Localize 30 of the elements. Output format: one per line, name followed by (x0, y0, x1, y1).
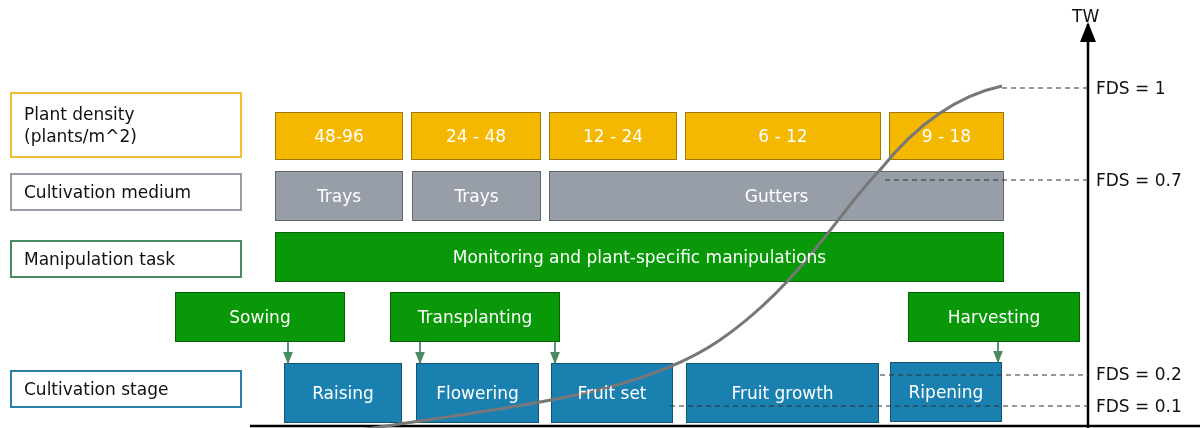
stage-bar: Ripening (890, 362, 1002, 422)
stage-bar: Flowering (416, 363, 539, 423)
stage-bar: 6 - 12 (685, 112, 881, 160)
stage-bar: 48-96 (275, 112, 403, 160)
stage-bar: Trays (412, 171, 541, 221)
stage-bar: Gutters (549, 171, 1004, 221)
arrow (414, 341, 426, 365)
stage-bar: Harvesting (908, 292, 1080, 342)
arrow (549, 341, 561, 365)
stage-bar: Transplanting (390, 292, 560, 342)
axis-label: TW (1072, 6, 1100, 26)
stage-bar: Fruit growth (686, 363, 879, 423)
stage-bar: Monitoring and plant-specific manipulations (275, 232, 1004, 282)
threshold-label: FDS = 0.1 (1096, 396, 1182, 416)
row-label: Cultivation medium (10, 173, 242, 211)
threshold-label: FDS = 0.2 (1096, 364, 1182, 384)
stage-bar: 9 - 18 (889, 112, 1004, 160)
threshold-label: FDS = 0.7 (1096, 170, 1182, 190)
stage-bar: 12 - 24 (549, 112, 677, 160)
row-label: Cultivation stage (10, 370, 242, 408)
row-label: Plant density (plants/m^2) (10, 92, 242, 158)
stage-bar: Fruit set (551, 363, 673, 423)
stage-bar: Trays (275, 171, 403, 221)
row-label: Manipulation task (10, 240, 242, 278)
threshold-label: FDS = 1 (1096, 78, 1166, 98)
stage-bar: Raising (284, 363, 402, 423)
arrow (282, 341, 294, 365)
stage-bar: 24 - 48 (411, 112, 541, 160)
arrow (992, 341, 1004, 364)
stage-bar: Sowing (175, 292, 345, 342)
